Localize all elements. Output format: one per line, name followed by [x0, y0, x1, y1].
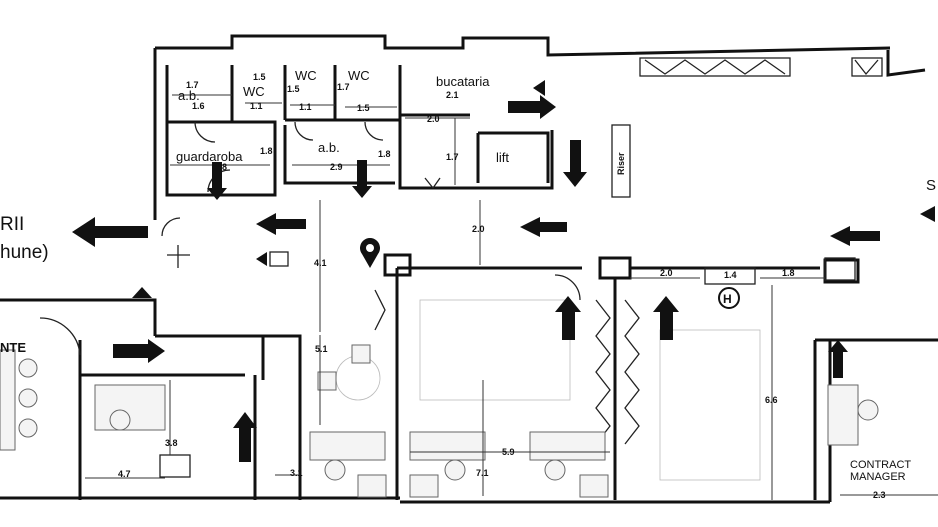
room-wc-1: WC [243, 84, 265, 99]
room-contract-manager-1: CONTRACT [850, 459, 911, 471]
room-left-office: NTE [0, 340, 26, 355]
dim-4-1: 4.1 [314, 258, 327, 268]
room-labels: a.b. WC WC WC guardaroba a.b. bucataria … [0, 68, 936, 483]
dim-1-5b: 1.5 [287, 84, 300, 94]
dim-1-8c: 1.8 [782, 268, 795, 278]
dim-5-1: 5.1 [315, 344, 328, 354]
room-guardaroba: guardaroba [176, 149, 243, 164]
room-wc-2: WC [295, 68, 317, 83]
dim-1-6: 1.6 [192, 101, 205, 111]
dim-2-1: 2.1 [446, 90, 459, 100]
dim-7-1: 7.1 [476, 468, 489, 478]
dim-1-5c: 1.5 [357, 103, 370, 113]
arrow-left-icon [72, 217, 148, 247]
arrow-up-icon [828, 340, 848, 378]
svg-text:H: H [723, 292, 732, 306]
room-wc-3: WC [348, 68, 370, 83]
room-riser: Riser [616, 152, 626, 175]
hydrant-icon: H [718, 287, 740, 309]
edge-label-left-2: hune) [0, 242, 49, 263]
dim-8: 8 [222, 162, 227, 172]
edge-label-left-1: RII [0, 214, 24, 235]
triangle-marker-icon [533, 80, 545, 96]
room-ab-2: a.b. [318, 140, 340, 155]
dim-1-4: 1.4 [724, 270, 737, 280]
dim-3-1: 3.1 [290, 468, 303, 478]
dimension-lines [85, 94, 938, 500]
wifi-pin-icon [360, 237, 380, 268]
room-contract-manager-2: MANAGER [850, 471, 906, 483]
furniture [0, 124, 879, 498]
dim-3-8: 3.8 [165, 438, 178, 448]
interior-walls [39, 217, 938, 500]
arrow-down-icon [563, 140, 587, 187]
dim-2-0a: 2.0 [427, 114, 440, 124]
dim-2-9: 2.9 [330, 162, 343, 172]
dim-1-8a: 1.8 [260, 146, 273, 156]
triangle-marker-icon [256, 252, 267, 266]
arrow-down-icon [352, 160, 372, 198]
outer-walls [0, 34, 938, 504]
arrow-left-icon [256, 213, 306, 235]
room-bucataria: bucataria [436, 74, 490, 89]
dim-1-8b: 1.8 [378, 149, 391, 159]
arrow-right-icon [508, 95, 556, 119]
evacuation-arrows [72, 95, 880, 462]
arrow-left-icon [520, 217, 567, 237]
arrow-up-icon [233, 412, 257, 462]
dim-2-0c: 2.0 [660, 268, 673, 278]
arrow-up-icon [653, 296, 679, 340]
window-strip [639, 57, 883, 77]
arrow-down-icon [207, 162, 227, 200]
dim-2-0b: 2.0 [472, 224, 485, 234]
dim-1-5a: 1.5 [253, 72, 266, 82]
room-edge-right: S [926, 177, 936, 194]
room-lift: lift [496, 150, 509, 165]
room-ab-1: a.b. [178, 88, 200, 103]
dim-2-3: 2.3 [873, 490, 886, 500]
triangle-marker-icon [920, 206, 935, 222]
dim-1-1b: 1.1 [299, 102, 312, 112]
arrow-right-icon [113, 339, 165, 363]
dim-4-7: 4.7 [118, 469, 131, 479]
dim-1-7a: 1.7 [186, 80, 199, 90]
dim-1-1a: 1.1 [250, 101, 263, 111]
dimension-labels: 1.7 1.6 1.5 1.1 1.5 1.1 1.7 1.5 1.8 8 2.… [118, 72, 886, 500]
dim-1-7b: 1.7 [337, 82, 350, 92]
dim-5-9: 5.9 [502, 447, 515, 457]
triangle-marker-icon [132, 287, 152, 298]
arrow-up-icon [555, 296, 581, 340]
symbols: H [132, 80, 935, 309]
dim-1-7c: 1.7 [446, 152, 459, 162]
dim-6-6: 6.6 [765, 395, 778, 405]
arrow-left-icon [830, 226, 880, 246]
